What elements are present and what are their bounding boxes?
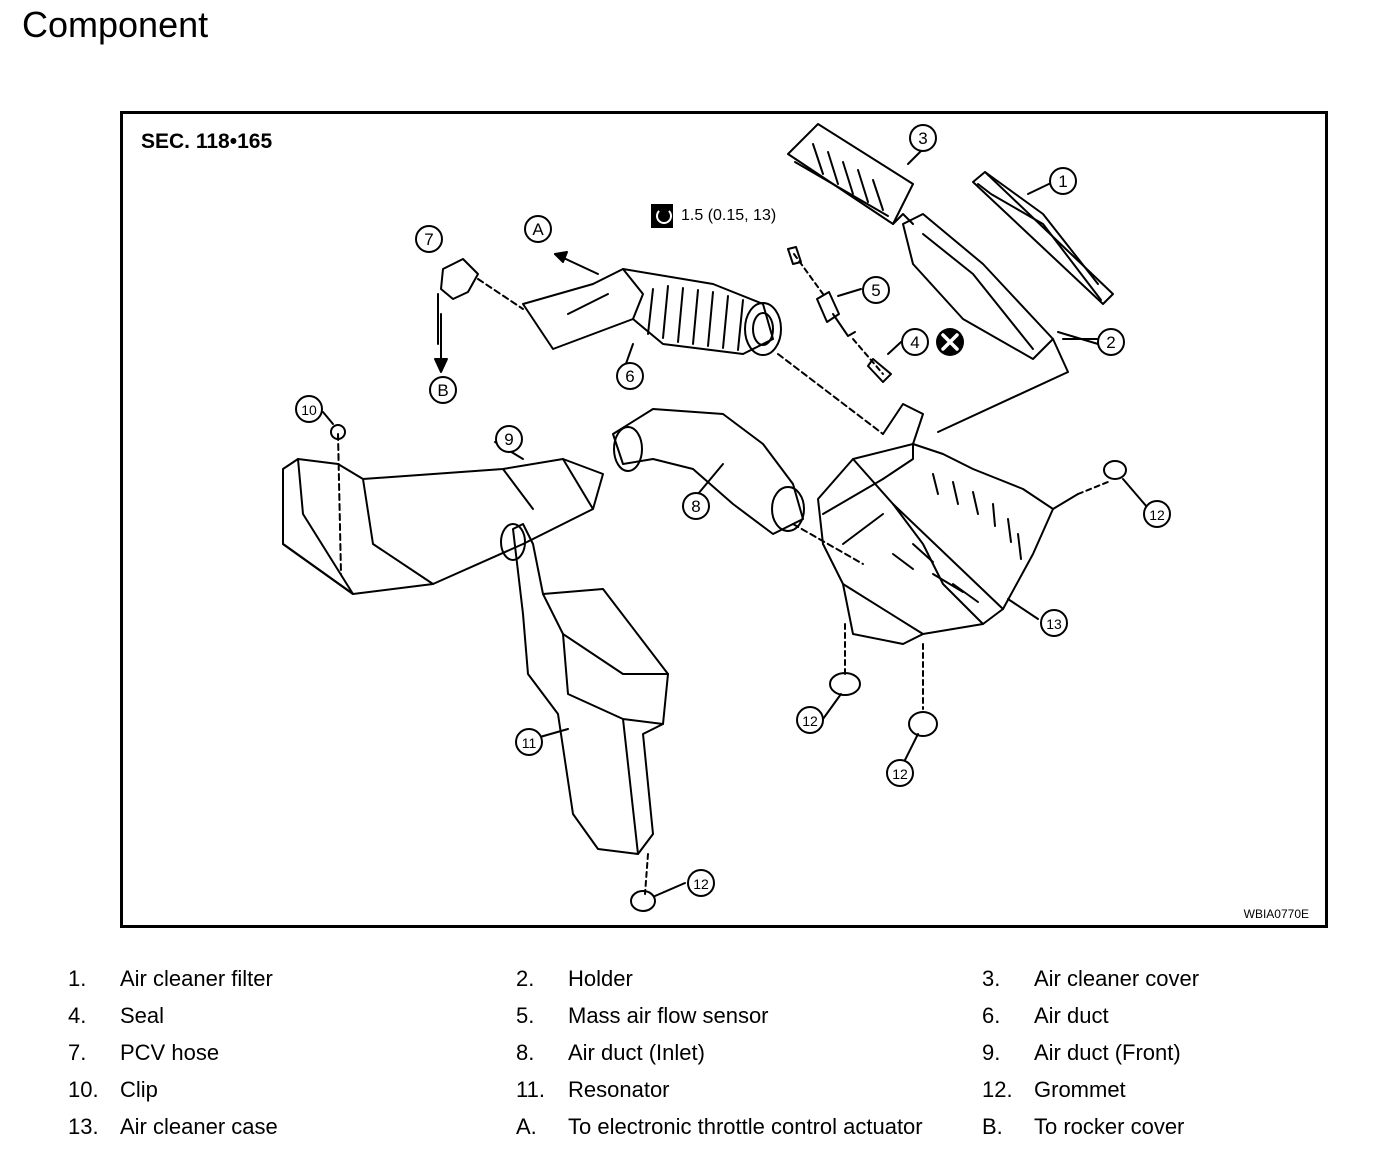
svg-text:A: A xyxy=(532,220,544,239)
callout-4: 4 xyxy=(901,328,929,356)
svg-text:6: 6 xyxy=(625,367,634,386)
legend-item: 3.Air cleaner cover xyxy=(982,966,1200,991)
legend-item: 2.Holder xyxy=(516,966,633,991)
holder xyxy=(902,213,1109,433)
svg-text:1: 1 xyxy=(1058,172,1067,191)
legend-item: 10.Clip xyxy=(68,1077,158,1102)
legend-item: B.To rocker cover xyxy=(982,1114,1185,1139)
legend-item: 9.Air duct (Front) xyxy=(982,1040,1181,1065)
svg-text:4: 4 xyxy=(910,333,919,352)
callout-2: 2 xyxy=(1097,328,1125,356)
svg-text:2: 2 xyxy=(1106,333,1115,352)
legend-item: 8.Air duct (Inlet) xyxy=(516,1040,705,1065)
svg-text:13: 13 xyxy=(1046,616,1062,632)
svg-text:12: 12 xyxy=(693,876,709,892)
pcv-hose xyxy=(437,258,524,345)
callout-12b: 12 xyxy=(796,706,824,734)
legend-item: 4.Seal xyxy=(68,1003,165,1028)
svg-text:B: B xyxy=(437,381,448,400)
legend-item: 6.Air duct xyxy=(982,1003,1109,1028)
section-label: SEC. 118•165 xyxy=(141,130,273,153)
legend-item: 1.Air cleaner filter xyxy=(68,966,273,991)
svg-text:12: 12 xyxy=(892,766,908,782)
svg-text:5: 5 xyxy=(871,281,880,300)
callout-13: 13 xyxy=(1040,609,1068,637)
air-cleaner-cover xyxy=(787,123,914,225)
svg-text:9: 9 xyxy=(504,430,513,449)
callout-3: 3 xyxy=(909,124,937,152)
resonator xyxy=(500,523,669,912)
callout-1: 1 xyxy=(1049,167,1077,195)
legend-item: 11.Resonator xyxy=(516,1077,670,1102)
air-cleaner-filter xyxy=(972,171,1114,305)
svg-text:12: 12 xyxy=(802,713,818,729)
callout-8: 8 xyxy=(682,492,710,520)
callout-12c: 12 xyxy=(886,759,914,787)
exploded-diagram: SEC. 118•165 1.5 (0.15, 13) xyxy=(120,111,1328,928)
callout-12d: 12 xyxy=(687,869,715,897)
callout-12a: 12 xyxy=(1143,500,1171,528)
do-not-reuse-icon xyxy=(936,328,964,356)
callout-11: 11 xyxy=(515,728,543,756)
air-duct-inlet xyxy=(612,408,864,565)
air-duct-front xyxy=(282,424,604,595)
callout-6: 6 xyxy=(616,362,644,390)
torque-wrench-icon xyxy=(651,204,673,228)
legend-item: 13.Air cleaner case xyxy=(68,1114,278,1139)
callout-b: B xyxy=(429,376,457,404)
torque-value: 1.5 (0.15, 13) xyxy=(681,207,777,224)
callout-7: 7 xyxy=(415,225,443,253)
page-title: Component xyxy=(22,4,209,45)
legend-item: A.To electronic throttle control actuato… xyxy=(516,1114,923,1139)
callout-5: 5 xyxy=(862,276,890,304)
legend-item: 7.PCV hose xyxy=(68,1040,220,1065)
svg-text:8: 8 xyxy=(691,497,700,516)
svg-text:3: 3 xyxy=(918,129,927,148)
callout-9: 9 xyxy=(495,425,523,453)
air-duct xyxy=(522,268,782,356)
callout-a: A xyxy=(524,215,552,243)
figure-code: WBIA0770E xyxy=(1243,907,1309,921)
svg-text:10: 10 xyxy=(301,402,317,418)
diagram-drawing: 1 2 3 4 5 6 7 8 9 10 11 12 12 12 12 13 A… xyxy=(282,123,1171,912)
svg-text:12: 12 xyxy=(1149,507,1165,523)
mass-air-flow-sensor xyxy=(787,246,892,383)
legend-item: 12.Grommet xyxy=(982,1077,1126,1102)
callout-10: 10 xyxy=(295,395,323,423)
torque-spec: 1.5 (0.15, 13) xyxy=(651,204,776,228)
legend-item: 5.Mass air flow sensor xyxy=(516,1003,769,1028)
svg-text:11: 11 xyxy=(522,735,537,751)
air-cleaner-case xyxy=(817,403,1127,737)
svg-text:7: 7 xyxy=(424,230,433,249)
